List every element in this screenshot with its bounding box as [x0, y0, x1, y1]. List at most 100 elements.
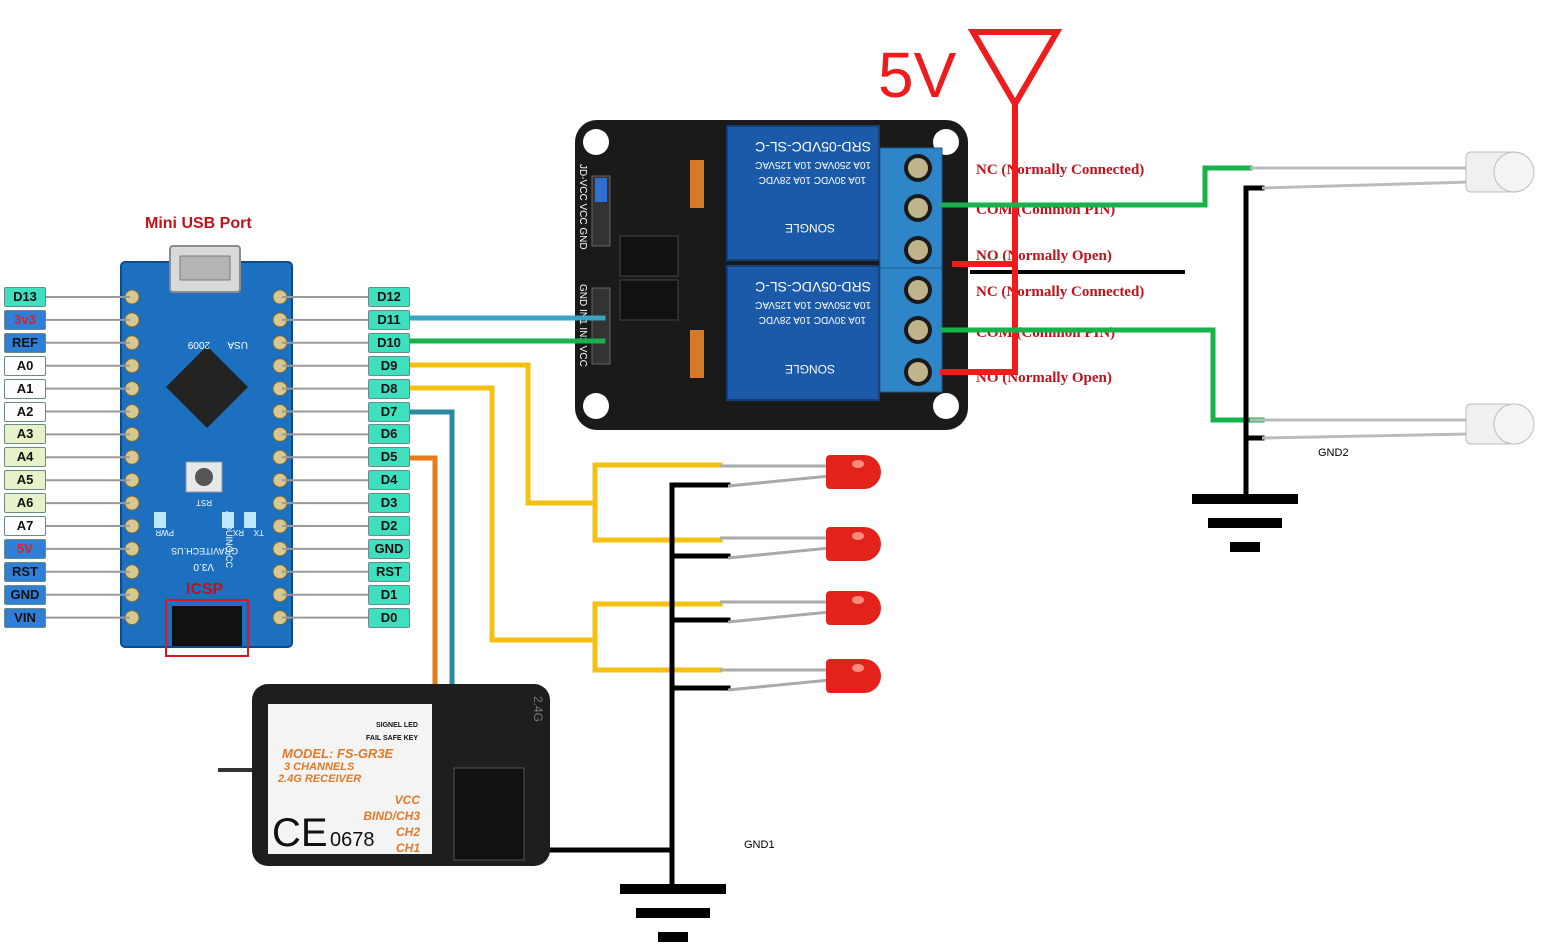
pin-label-left: GND: [4, 584, 46, 605]
pin-label-right: D6: [368, 424, 410, 445]
white-led: [1250, 403, 1535, 445]
power-5v-symbol: [967, 29, 1063, 110]
icsp-label: ICSP: [186, 581, 224, 598]
gnd2-label: GND2: [1318, 447, 1349, 459]
wire-5v: [940, 101, 1018, 375]
relay-1-body: [726, 125, 880, 261]
terminal-screw-head: [908, 320, 928, 340]
ground-symbol-2: [1192, 494, 1298, 552]
led-lead: [1261, 180, 1471, 190]
led-lead: [727, 474, 831, 488]
led-indicator: [154, 512, 166, 528]
relay-terminal-label: NC (Normally Connected): [976, 162, 1144, 178]
input-header: [591, 287, 611, 365]
relay-2-rating: 10A 250VAC 10A 125VAC: [755, 299, 871, 310]
board-usa-text: USA: [227, 339, 248, 350]
receiver-freq: 2.4G RECEIVER: [277, 773, 361, 785]
arduino-nano: Mini USB Port ICSP 2009 USA V3.0 GRAVITE…: [46, 215, 368, 657]
board-model-text: 2009: [187, 339, 210, 350]
wire-com1-led: [940, 165, 1253, 208]
wire-d8-leds: [407, 385, 598, 643]
pin-label-left: A5: [4, 470, 46, 491]
relay-1-rating: 10A 250VAC 10A 125VAC: [755, 159, 871, 170]
pin-label-left: VIN: [4, 607, 46, 628]
relay-2-body: [726, 265, 880, 401]
relay-terminal-label: NC (Normally Connected): [976, 284, 1144, 300]
header-left-text: JD-VCC VCC GND: [577, 164, 588, 250]
arduino-pin-holes: [124, 289, 288, 626]
wire-d9-leds: [407, 362, 598, 506]
led-dome: [1493, 403, 1535, 445]
led-indicator: [222, 512, 234, 528]
relay-1-model: SRD-05VDC-SL-C: [755, 139, 871, 155]
pin-label-left: A3: [4, 424, 46, 445]
relay-module: SRD-05VDC-SL-C 10A 250VAC 10A 125VAC 10A…: [575, 120, 968, 430]
led-dome: [1493, 151, 1535, 193]
pin-label-left: A6: [4, 493, 46, 514]
board-pwr-text: PWR: [155, 528, 174, 537]
wire-com2-led: [940, 327, 1265, 423]
led-highlight: [852, 664, 864, 672]
relay-terminal-label: NO (Normally Open): [976, 248, 1112, 264]
led-lead: [1261, 432, 1471, 440]
pin-label-left: RST: [4, 561, 46, 582]
pin-leader-lines: [46, 296, 368, 619]
relay-1-rating-dc: 10A 30VDC 10A 28VDC: [759, 174, 866, 185]
red-led: [720, 591, 881, 625]
receiver-sticker: [268, 704, 432, 854]
pin-label-right: D9: [368, 355, 410, 376]
ground-symbol-1: [620, 884, 726, 942]
receiver-side-text: 2.4G: [531, 696, 545, 722]
pin-label-right: D12: [368, 287, 410, 307]
led-lead: [727, 546, 831, 560]
led-highlight: [852, 596, 864, 604]
pin-label-right: D2: [368, 516, 410, 536]
board-brand-text: GRAVITECH.US: [171, 546, 238, 556]
pin-label-right: D3: [368, 493, 410, 514]
red-led: [720, 527, 881, 561]
relay-2-brand: SONGLE: [785, 362, 835, 376]
board-version-text: V3.0: [193, 561, 214, 572]
receiver-pin-label: CH1: [396, 841, 420, 855]
wire-d9-branch: [592, 462, 723, 543]
power-5v-label: 5V: [878, 39, 957, 111]
wire-gnd1-bus: [669, 482, 731, 888]
pin-label-left: REF: [4, 332, 46, 353]
pin-label-right: D10: [368, 332, 410, 353]
pin-label-right: D7: [368, 401, 410, 422]
receiver-cert: 0678: [330, 829, 375, 851]
pin-label-left: A1: [4, 378, 46, 399]
board-tx-text: TX: [253, 528, 264, 537]
pin-label-left: A2: [4, 401, 46, 422]
receiver-pin-label: CH2: [396, 825, 420, 839]
pin-label-right: D1: [368, 584, 410, 605]
pin-label-left: A7: [4, 516, 46, 536]
led-dome: [847, 659, 881, 693]
receiver-signal-led: SIGNEL LED: [376, 722, 418, 729]
rc-receiver: SIGNEL LED FAIL SAFE KEY MODEL: FS-GR3E …: [218, 684, 550, 866]
board-name-text: ARDUINO.CC: [224, 511, 234, 569]
pin-label-right: D4: [368, 470, 410, 491]
receiver-channels: 3 CHANNELS: [284, 761, 355, 773]
led-indicator: [244, 512, 256, 528]
receiver-model: MODEL: FS-GR3E: [282, 746, 394, 761]
white-leds: [1250, 151, 1535, 445]
wire-gnd2-bus: [1243, 185, 1265, 498]
receiver-pin-label: VCC: [395, 793, 421, 807]
header-right-text: GND IN1 IN2 VCC: [577, 284, 588, 367]
board-rx-text: RX: [232, 528, 244, 537]
led-dome: [847, 527, 881, 561]
led-highlight: [852, 460, 864, 468]
pin-label-right: GND: [368, 538, 410, 559]
pin-label-left: A0: [4, 355, 46, 376]
pin-label-left: 5V: [4, 538, 46, 559]
relay-2-rating-dc: 10A 30VDC 10A 28VDC: [759, 314, 866, 325]
red-led: [720, 455, 881, 489]
led-lead: [727, 610, 831, 624]
receiver-pin-label: BIND/CH3: [363, 809, 420, 823]
terminal-screw-head: [908, 158, 928, 178]
usb-port-label: Mini USB Port: [145, 215, 252, 232]
wire-d8-branch: [592, 601, 723, 673]
red-leds: [720, 455, 881, 693]
